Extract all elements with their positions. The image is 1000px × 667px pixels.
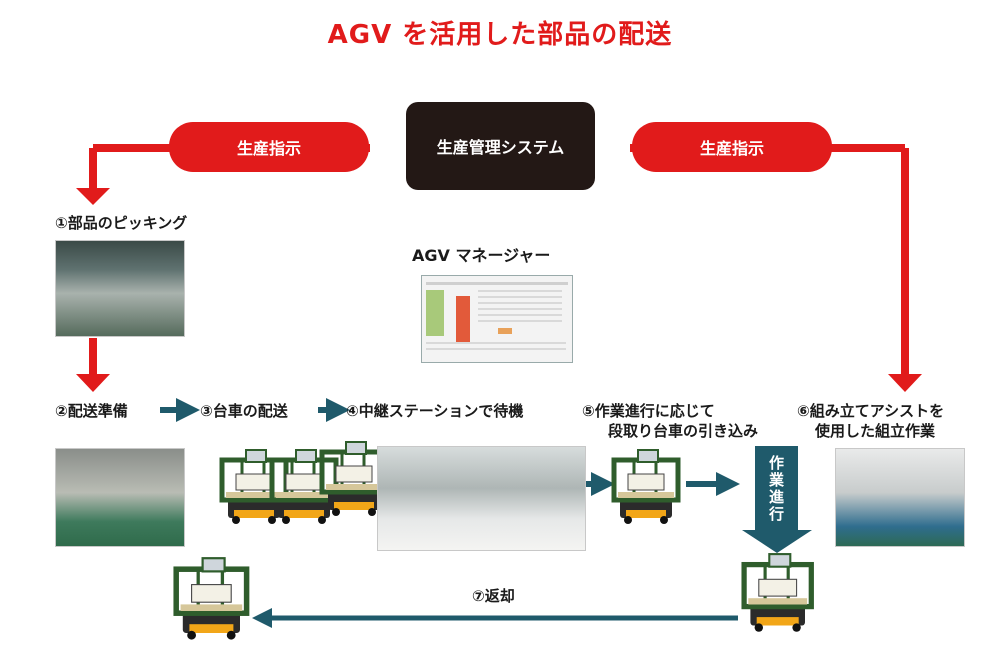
agv-manager-label: AGV マネージャー	[412, 246, 551, 265]
agv-cart-assembly	[744, 554, 811, 632]
agv-cart-return	[176, 558, 246, 639]
work-progress-label: 作業進行	[767, 455, 785, 523]
relay-station-photo	[377, 446, 586, 551]
page-title: AGV を活用した部品の配送	[327, 20, 673, 50]
preparation-photo	[55, 448, 185, 547]
step4-label: ④中継ステーションで待機	[346, 402, 524, 420]
manager-table-graphic	[426, 282, 568, 350]
instruction-label-left: 生産指示	[236, 139, 301, 158]
step7-label: ⑦返却	[472, 587, 515, 605]
step5-label-line1: ⑤作業進行に応じて	[582, 402, 715, 420]
assembly-assist-photo	[835, 448, 965, 547]
step6-label-line2: 使用した組立作業	[815, 422, 936, 440]
agv-manager-screen	[421, 275, 573, 363]
step2-label: ②配送準備	[55, 402, 128, 420]
step5-label-line2: 段取り台車の引き込み	[608, 422, 759, 440]
picking-photo	[55, 240, 185, 337]
production-system-label: 生産管理システム	[436, 138, 565, 157]
step3-label: ③台車の配送	[200, 402, 288, 420]
instruction-pill-left: 生産指示	[169, 122, 369, 172]
instruction-label-right: 生産指示	[699, 139, 764, 158]
agv-cart-step5	[614, 450, 678, 524]
red-arrowhead-step2	[76, 374, 110, 392]
red-arrowhead-step1	[76, 188, 110, 205]
red-arrowhead-step6	[888, 374, 922, 392]
step1-label: ①部品のピッキング	[55, 214, 188, 232]
instruction-pill-right: 生産指示	[632, 122, 832, 172]
step6-label-line1: ⑥組み立てアシストを	[797, 402, 945, 420]
work-progress-box: 作業進行	[755, 446, 798, 532]
progress-arrowhead	[742, 530, 812, 553]
production-system-box: 生産管理システム	[406, 102, 595, 190]
